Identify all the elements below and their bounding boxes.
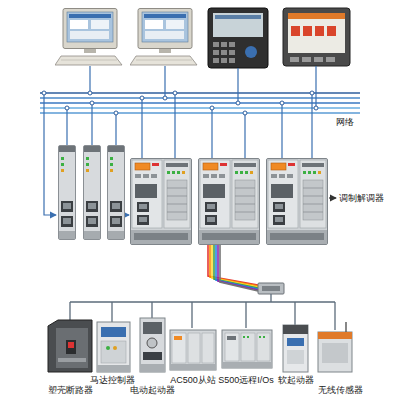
soft-starter [283, 325, 308, 372]
device-label: S500远程I/Os [218, 375, 274, 386]
ribbon-cable [208, 245, 258, 291]
remote-io [222, 330, 272, 368]
motor-controller [97, 322, 130, 372]
bus-junction [42, 91, 318, 115]
communication-module [59, 146, 125, 240]
ac500-slave [170, 330, 216, 370]
modem-arrow [329, 197, 336, 198]
device-label: 电动起动器 [130, 385, 175, 396]
operator-panel [208, 8, 350, 68]
moulded-case-breaker [48, 320, 92, 372]
device-label: 塑壳断路器 [48, 385, 93, 396]
device-label: 无线传感器 [318, 385, 363, 396]
device-label: 软起动器 [278, 375, 314, 386]
device-label: 马达控制器 [90, 375, 135, 386]
device-label: 网络 [336, 117, 354, 128]
computer-terminal [55, 9, 197, 66]
device-label: 调制解调器 [339, 193, 384, 204]
plc-rack [131, 159, 328, 245]
motor-starter [140, 318, 165, 372]
device-label: AC500从站 [170, 375, 216, 386]
cable-connector [258, 283, 284, 294]
wireless-sensor [318, 322, 352, 372]
